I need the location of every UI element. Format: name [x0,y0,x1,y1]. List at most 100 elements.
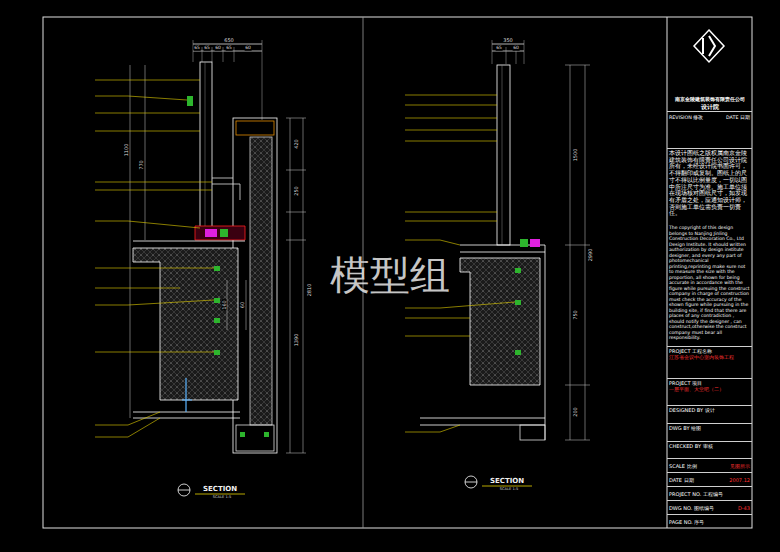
left-leader-lines-part [95,131,200,132]
field-label: PAGE NO. 序号 [669,519,704,525]
dimension: 1100 [124,143,129,157]
section-symbol-part [195,494,245,495]
right-leader-lines-part [405,221,497,222]
field-value: 2007.12 [729,477,750,483]
left-section-drawing-part [286,118,306,453]
field-label: DATE 日期 [669,477,694,483]
left-section-drawing-part [220,229,228,237]
left-section-drawing-part [290,118,303,453]
left-section-drawing-part [193,44,262,45]
left-section-drawing-part [214,318,220,323]
watermark: 模型组 [330,255,451,295]
dimension: 65 [496,46,503,51]
company-logo [694,30,724,62]
right-section-drawing-part [515,300,521,305]
left-section-drawing-part [133,241,245,242]
title-block-row: DATE 日期 2007.12 [667,472,752,486]
dimension: 60 [245,46,252,51]
field-label: 设计院 [701,103,719,110]
left-leader-lines-part [95,418,160,437]
dimension: 200 [573,407,578,418]
field-label: PROJECT 工程名称 [669,348,750,354]
right-leader-lines-part [405,425,460,432]
right-leader-lines-part [405,336,470,337]
left-section-drawing-part [205,229,217,237]
left-leader-lines-part [95,221,200,228]
title-block-row: DWG NO. 图纸编号D-43 [667,500,752,514]
left-section-drawing-part [227,280,246,330]
field-label: PROJECT NO. 工程编号 [669,491,723,497]
title-block-row: PROJECT 项目一层平面、大堂吧（二） [667,378,752,405]
sheet-frame-part [43,17,752,528]
right-section-drawing [420,40,590,440]
dimension: 250 [294,186,299,197]
left-section-drawing-part [250,137,272,425]
field-label: The copyright of this design belongs to … [669,225,750,341]
right-leader-lines-part [405,130,497,131]
dimension: 350 [503,38,514,43]
left-section-drawing-part [193,40,262,120]
right-leader-lines-part [405,212,497,213]
field-label: 南京金陵建筑装饰有限责任公司 [675,96,745,102]
company-logo-part [694,30,724,62]
right-section-drawing-part [515,350,521,355]
left-leader-lines [95,80,214,437]
section-symbol-part [465,476,477,488]
dimension: 750 [573,310,578,321]
field-label: CHECKED BY 审核 [669,443,750,449]
scale-note: SCALE 1:5 [499,488,518,492]
field-label: REVISION 修改 [669,115,703,121]
right-section-drawing-part [570,65,585,440]
left-leader-lines-part [95,288,180,289]
left-section-drawing-part [240,432,245,437]
section-title: SECTION [202,486,237,493]
left-leader-lines-part [95,190,212,191]
field-value: 江苏省会议中心室内装饰工程 [669,354,750,360]
dimension: 60 [240,301,245,308]
left-section-drawing-part [133,412,240,418]
left-section-drawing-part [195,226,245,240]
dimension: 160 [222,300,227,311]
left-leader-lines-part [95,113,200,114]
title-block-row: 本设计图纸之版权属南京金陵建筑装饰有限责任公司设计院所有，未经设计院书面许可，不… [667,148,752,346]
title-block-row: DWG BY 绘图 [667,423,752,441]
section-symbol-part [178,490,190,491]
company-cell: 南京金陵建筑装饰有限责任公司设计院 [667,18,752,111]
right-leader-lines-part [405,141,497,142]
section-title: SECTION [489,478,524,485]
right-section-drawing-part [460,258,540,385]
right-leader-lines-part [405,302,515,308]
field-label: PROJECT 项目 [669,380,750,386]
title-block-row: SCALE 比例见图所示 [667,458,752,472]
title-block-row: DESIGNED BY 设计 [667,405,752,423]
company-logo-part [703,36,715,56]
dimension: 770 [139,160,144,171]
field-label: 本设计图纸之版权属南京金陵建筑装饰有限责任公司设计院所有，未经设计院书面许可，不… [669,150,750,217]
field-label: DESIGNED BY 设计 [669,407,750,413]
left-leader-lines-part [95,412,160,425]
dimension: 1390 [294,333,299,347]
dimension: 2810 [307,283,312,297]
left-section-drawing-part [187,96,193,106]
right-leader-lines-part [405,318,470,319]
right-section-drawing-part [520,425,545,440]
left-section-drawing-part [214,298,220,303]
right-section-drawing-part [420,418,545,425]
dimension: 60 [215,46,222,51]
dimension: 420 [294,139,299,150]
right-section-drawing-part [565,65,590,440]
left-section-drawing-part [205,62,206,227]
left-leader-lines-part [95,268,214,269]
right-leader-lines-part [405,118,497,119]
right-section-drawing-part [497,65,510,245]
dimension: 65 [204,46,211,51]
right-leader-lines-part [405,95,497,96]
left-section-drawing-part [214,266,220,271]
dimension: 60 [513,46,520,51]
title-block-row: PAGE NO. 序号 [667,514,752,528]
field-label: SCALE 比例 [669,463,697,469]
left-leader-lines-part [95,182,212,183]
section-symbol [178,476,532,496]
right-section-drawing-part [492,40,524,64]
